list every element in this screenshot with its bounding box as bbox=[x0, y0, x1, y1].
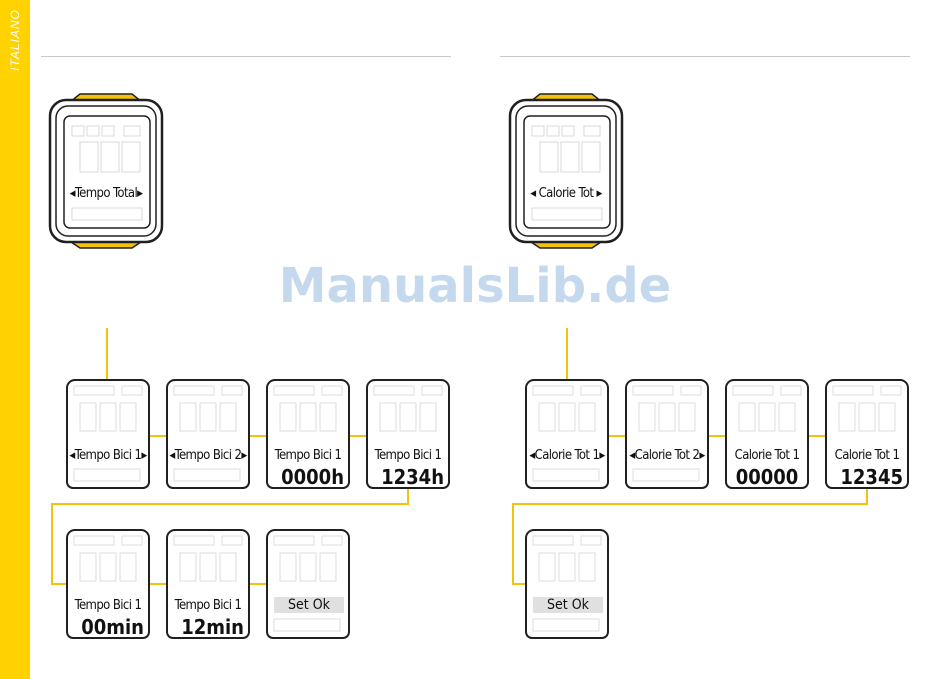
cycle-computer-device-left bbox=[44, 90, 168, 252]
right-drop-wire bbox=[566, 328, 568, 380]
screen-label: Calorie Tot 1 bbox=[827, 448, 907, 463]
screen-label: ◂Tempo Bici 2▸ bbox=[168, 448, 248, 463]
wire bbox=[512, 503, 514, 585]
language-side-tab: ITALIANO bbox=[0, 0, 30, 679]
lcd-ghost-segments bbox=[168, 381, 248, 487]
wire bbox=[51, 503, 53, 585]
wire bbox=[249, 583, 266, 585]
left-header-rule bbox=[41, 56, 451, 57]
lcd-screen: Tempo Bici 1 12min bbox=[166, 529, 250, 639]
wire bbox=[51, 503, 409, 505]
lcd-ghost-segments bbox=[527, 531, 607, 637]
lcd-ghost-segments bbox=[527, 381, 607, 487]
screen-label: ◂Calorie Tot 1▸ bbox=[527, 448, 607, 463]
wire bbox=[51, 583, 67, 585]
lcd-screen: Calorie Tot 1 12345 bbox=[825, 379, 909, 489]
right-device-label: ◂ Calorie Tot ▸ bbox=[524, 186, 608, 201]
wire bbox=[149, 583, 166, 585]
screen-label: ◂Calorie Tot 2▸ bbox=[627, 448, 707, 463]
lcd-ghost-segments bbox=[268, 531, 348, 637]
lcd-screen: ◂Tempo Bici 1▸ bbox=[66, 379, 150, 489]
lcd-screen: Calorie Tot 1 00000 bbox=[725, 379, 809, 489]
wire bbox=[349, 435, 366, 437]
lcd-screen: Tempo Bici 1 1234h bbox=[366, 379, 450, 489]
screen-value: 12345 bbox=[840, 465, 903, 489]
lcd-screen: Set Ok bbox=[266, 529, 350, 639]
lcd-screen: ◂Tempo Bici 2▸ bbox=[166, 379, 250, 489]
screen-label: ◂Tempo Bici 1▸ bbox=[68, 448, 148, 463]
lcd-screen: ◂Calorie Tot 2▸ bbox=[625, 379, 709, 489]
screen-value: 12min bbox=[181, 615, 244, 639]
lcd-ghost-segments bbox=[627, 381, 707, 487]
right-header-rule bbox=[500, 56, 910, 57]
lcd-screen: Tempo Bici 1 00min bbox=[66, 529, 150, 639]
cycle-computer-device-right bbox=[504, 90, 628, 252]
lcd-screen: Tempo Bici 1 0000h bbox=[266, 379, 350, 489]
screen-label: Tempo Bici 1 bbox=[168, 598, 248, 613]
wire bbox=[808, 435, 826, 437]
wire bbox=[249, 435, 266, 437]
watermark: ManualsLib.de bbox=[0, 258, 950, 314]
screen-label: Calorie Tot 1 bbox=[727, 448, 807, 463]
screen-label: Set Ok bbox=[274, 597, 344, 613]
screen-value: 1234h bbox=[381, 465, 444, 489]
left-drop-wire bbox=[106, 328, 108, 380]
left-device-label: ◂Tempo Total▸ bbox=[64, 186, 148, 201]
screen-value: 00000 bbox=[727, 465, 807, 489]
lcd-screen: ◂Calorie Tot 1▸ bbox=[525, 379, 609, 489]
language-label: ITALIANO bbox=[8, 9, 22, 71]
screen-label: Set Ok bbox=[533, 597, 603, 613]
screen-value: 0000h bbox=[281, 465, 344, 489]
wire bbox=[512, 583, 526, 585]
lcd-screen: Set Ok bbox=[525, 529, 609, 639]
lcd-ghost-segments bbox=[68, 381, 148, 487]
wire bbox=[512, 503, 868, 505]
screen-label: Tempo Bici 1 bbox=[368, 448, 448, 463]
wire bbox=[608, 435, 626, 437]
wire bbox=[149, 435, 166, 437]
screen-value: 00min bbox=[81, 615, 144, 639]
screen-label: Tempo Bici 1 bbox=[68, 598, 148, 613]
wire bbox=[708, 435, 726, 437]
screen-label: Tempo Bici 1 bbox=[268, 448, 348, 463]
